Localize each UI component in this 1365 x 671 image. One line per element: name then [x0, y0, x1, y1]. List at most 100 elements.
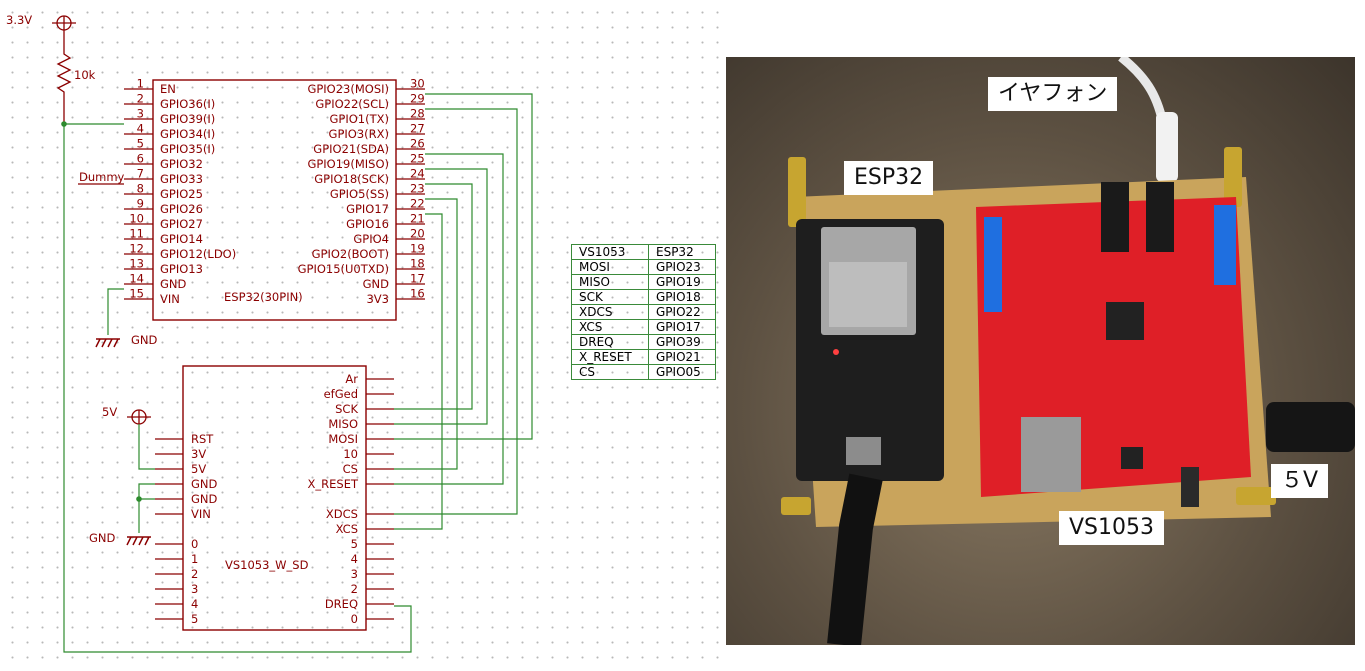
table-cell: XDCS — [571, 304, 649, 320]
esp32-left-pin-number: 5 — [137, 137, 144, 151]
wire-mosi — [394, 93, 533, 440]
esp32-right-pin-number: 17 — [410, 272, 425, 286]
gnd-vs-label: GND — [89, 531, 116, 545]
esp32-name: ESP32(30PIN) — [224, 290, 303, 304]
wire-sck — [394, 183, 473, 410]
esp32-right-pin-name: GPIO18(SCK) — [314, 172, 389, 186]
esp32-left-pin-name: GPIO26 — [160, 202, 203, 216]
esp32-left-pin-number: 6 — [137, 152, 144, 166]
esp32-left-pin-number: 2 — [137, 92, 144, 106]
vs1053-left-pin-name: VIN — [191, 507, 211, 521]
esp32-right-pin-number: 30 — [410, 77, 425, 91]
esp32-right-pin-name: GND — [363, 277, 390, 291]
table-cell: GPIO39 — [648, 334, 716, 350]
junction-gpio39 — [61, 121, 67, 127]
usb-port — [846, 437, 881, 465]
vs1053-right-pin-name: SCK — [335, 402, 358, 416]
vs1053-left-pin-name: 5V — [191, 462, 206, 476]
vs1053-left-pin-name: RST — [191, 432, 214, 446]
esp32-right-pin-name: GPIO3(RX) — [329, 127, 389, 141]
esp32-left-pin-name: GPIO33 — [160, 172, 203, 186]
standoff-bl — [781, 497, 811, 515]
table-cell: ESP32 — [648, 244, 716, 260]
esp32-left-pin-name: GPIO14 — [160, 232, 203, 246]
vs1053-left-pin-name: 2 — [191, 567, 198, 581]
hardware-photo: イヤフォン ESP32 VS1053 ５V — [726, 57, 1355, 645]
vs1053-left-pin-name: 1 — [191, 552, 198, 566]
vs1053-right-pin-name: 10 — [343, 447, 358, 461]
esp32-shield-can — [829, 262, 907, 327]
wire-miso — [394, 168, 488, 425]
esp32-left-pin-name: GPIO12(LDO) — [160, 247, 236, 261]
junction-gnd — [136, 496, 142, 502]
table-cell: X_RESET — [571, 349, 649, 365]
vs1053-pins: RST3V5VGNDGNDVIN012345ArefGedSCKMISOMOSI… — [155, 372, 394, 626]
vs1053-right-pin-name: efGed — [324, 387, 358, 401]
wire-vs-gnd — [138, 483, 155, 500]
esp32-left-pin-name: GPIO35(I) — [160, 142, 215, 156]
vs1053-right-pin-name: 3 — [351, 567, 358, 581]
esp32-left-pin-number: 10 — [129, 212, 144, 226]
gnd-esp-wire — [107, 288, 124, 335]
standoff-br — [1236, 487, 1276, 505]
esp32-left-pin-name: GPIO13 — [160, 262, 203, 276]
esp32-right-pin-number: 24 — [410, 167, 425, 181]
vs1053-left-pin-name: 4 — [191, 597, 198, 611]
vs1053-right-pin-name: Ar — [345, 372, 358, 386]
esp32-right-pin-number: 19 — [410, 242, 425, 256]
esp32-left-pin-number: 8 — [137, 182, 144, 196]
esp32-left-pin-number: 13 — [129, 257, 144, 271]
vs1053-right-pin-name: 0 — [351, 612, 358, 626]
esp32-left-pin-number: 11 — [129, 227, 144, 241]
esp32-left-pin-number: 12 — [129, 242, 144, 256]
photo-drawing — [781, 57, 1355, 645]
vs1053-right-pin-name: DREQ — [325, 597, 358, 611]
wire-xreset — [394, 153, 504, 485]
gnd-vs-symbol — [126, 536, 151, 546]
vs1053-body — [182, 365, 367, 631]
esp32-left-pin-number: 9 — [137, 197, 144, 211]
esp32-left-pin-name: GND — [160, 277, 187, 291]
table-cell: GPIO05 — [648, 364, 716, 380]
table-cell: DREQ — [571, 334, 649, 350]
gnd-esp-label: GND — [131, 333, 158, 347]
power-3v3-label: 3.3V — [6, 13, 32, 27]
power-3v3-symbol — [52, 15, 76, 40]
table-cell: GPIO19 — [648, 274, 716, 290]
esp32-right-pin-name: GPIO22(SCL) — [315, 97, 389, 111]
vs1053-right-pin-name: 2 — [351, 582, 358, 596]
vs1053-left-pin-name: 5 — [191, 612, 198, 626]
table-cell: XCS — [571, 319, 649, 335]
esp32-left-pin-name: GPIO25 — [160, 187, 203, 201]
esp32-right-pin-name: GPIO21(SDA) — [313, 142, 389, 156]
vs1053-right-pin-name: CS — [343, 462, 358, 476]
esp32-left-pin-name: GPIO39(I) — [160, 112, 215, 126]
esp32-right-pin-name: GPIO2(BOOT) — [312, 247, 389, 261]
esp32-right-pin-number: 23 — [410, 182, 425, 196]
vs1053-chip — [1106, 302, 1144, 340]
esp32-right-pin-number: 21 — [410, 212, 425, 226]
table-cell: CS — [571, 364, 649, 380]
esp32-left-pin-number: 1 — [137, 77, 144, 91]
table-cell: VS1053 — [571, 244, 649, 260]
vs1053-right-pin-name: 5 — [351, 537, 358, 551]
esp32-right-pin-number: 29 — [410, 92, 425, 106]
esp32-right-pin-name: GPIO15(U0TXD) — [298, 262, 389, 276]
connection-wires — [63, 93, 533, 653]
table-cell: MOSI — [571, 259, 649, 275]
push-button — [1121, 447, 1143, 469]
table-cell: MISO — [571, 274, 649, 290]
esp32-right-pin-number: 18 — [410, 257, 425, 271]
wire-dreq — [63, 124, 412, 653]
table-cell: GPIO21 — [648, 349, 716, 365]
label-esp32: ESP32 — [844, 161, 934, 195]
resistor-10k — [56, 40, 72, 124]
vs1053-right-pin-name: XDCS — [326, 507, 358, 521]
esp32-right-pin-name: GPIO16 — [346, 217, 389, 231]
esp32-left-pin-name: EN — [160, 82, 176, 96]
